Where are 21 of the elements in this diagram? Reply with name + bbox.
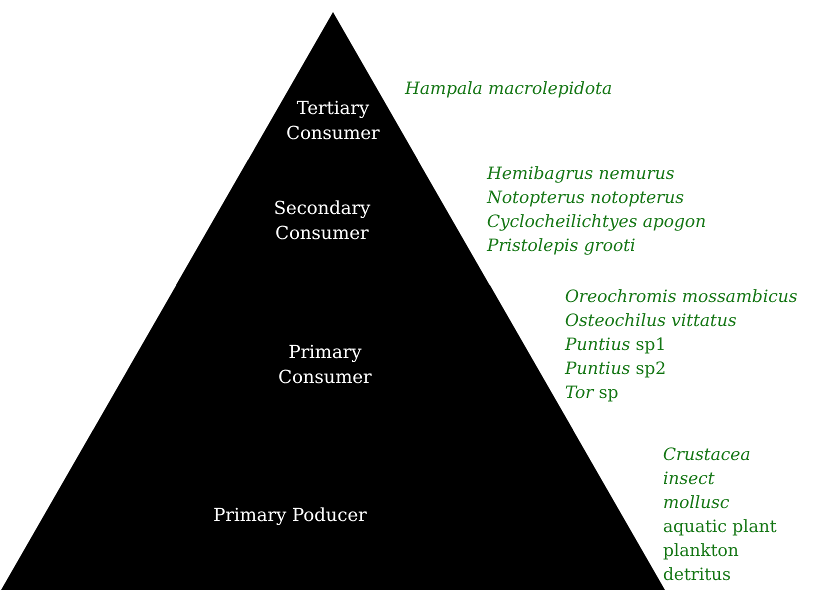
- species-name: Tor sp: [565, 382, 618, 405]
- species-name: Puntius sp1: [565, 334, 666, 357]
- species-name: Oreochromis mossambicus: [565, 286, 798, 309]
- level-label: Primary Poducer: [212, 504, 368, 528]
- level-label: Secondary Consumer: [272, 197, 372, 246]
- species-name: Crustacea: [663, 444, 750, 467]
- species-name: Osteochilus vittatus: [565, 310, 737, 333]
- species-name: Cyclocheilichtyes apogon: [487, 211, 706, 234]
- species-name: Hemibagrus nemurus: [487, 163, 674, 186]
- species-name: detritus: [663, 564, 731, 587]
- level-label: Tertiary Consumer: [285, 97, 381, 146]
- species-name: plankton: [663, 540, 739, 563]
- species-name: Hampala macrolepidota: [405, 78, 612, 101]
- species-name: insect: [663, 468, 715, 491]
- pyramid-level: [1, 430, 665, 590]
- species-name: Pristolepis grooti: [487, 235, 636, 258]
- level-label: Primary Consumer: [277, 341, 373, 390]
- species-name: mollusc: [663, 492, 730, 515]
- species-name: aquatic plant: [663, 516, 777, 539]
- species-name: Puntius sp2: [565, 358, 666, 381]
- species-name: Notopterus notopterus: [487, 187, 684, 210]
